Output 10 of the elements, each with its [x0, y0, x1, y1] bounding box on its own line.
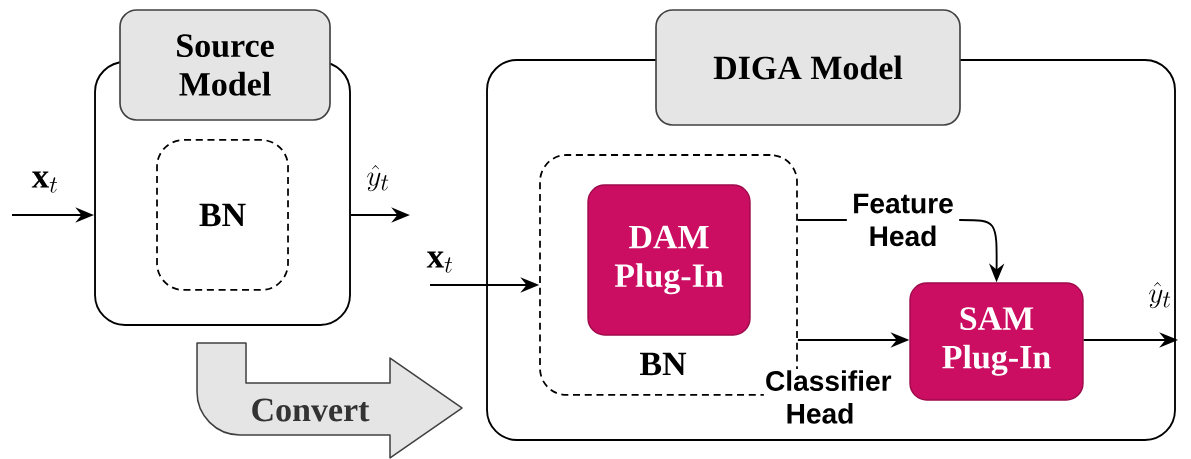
edge-label: Feature Head	[846, 192, 960, 248]
dashed-box: BN	[156, 139, 289, 291]
edge-label: $\mathbf{x}_t$	[426, 251, 453, 273]
edge-label: $\hat{y}_t$	[1149, 282, 1171, 309]
edge-label: $\mathbf{x}_t$	[31, 171, 58, 193]
model-title-box: Source Model	[119, 9, 331, 121]
model-title-box: DIGA Model	[655, 9, 961, 126]
plug-in-box: DAM Plug-In	[587, 184, 751, 336]
edge-label: $\hat{y}_t$	[367, 165, 389, 192]
plug-in-box: SAM Plug-In	[909, 282, 1084, 401]
